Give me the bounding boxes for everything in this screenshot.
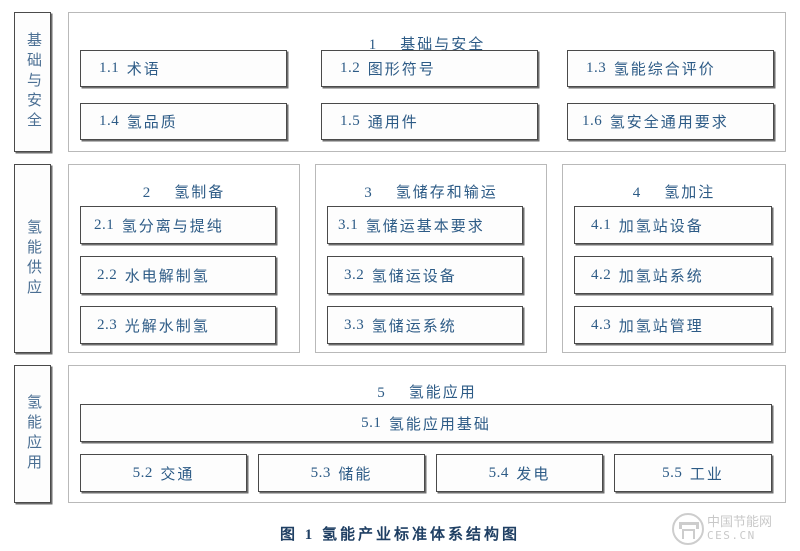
item-label: 氢储运基本要求 bbox=[365, 218, 485, 235]
category-tab-label: 氢能供应 bbox=[25, 218, 41, 299]
group-title-hydrogen-production: 2 氢制备 bbox=[69, 181, 299, 202]
item-box-4-2: 4.2 加氢站系统 bbox=[574, 256, 772, 294]
item-number: 5.2 bbox=[132, 464, 153, 481]
item-label: 储能 bbox=[338, 466, 373, 483]
item-number: 1.3 bbox=[586, 60, 607, 76]
item-box-1-2: 1.2 图形符号 bbox=[321, 50, 538, 87]
item-number: 5.4 bbox=[488, 464, 509, 481]
item-box-1-1: 1.1 术语 bbox=[80, 50, 287, 87]
item-box-4-1: 4.1 加氢站设备 bbox=[574, 206, 772, 244]
item-number: 3.1 bbox=[338, 216, 359, 233]
item-label: 工业 bbox=[689, 466, 724, 483]
item-label: 通用件 bbox=[367, 115, 419, 131]
item-label: 图形符号 bbox=[367, 62, 436, 78]
item-number: 1.6 bbox=[582, 113, 603, 129]
group-title-text: 基础与安全 bbox=[400, 37, 486, 53]
item-label: 氢储运设备 bbox=[371, 268, 457, 285]
item-number: 4.1 bbox=[591, 216, 612, 233]
group-title-text: 氢储存和输运 bbox=[395, 185, 498, 201]
item-number: 2.1 bbox=[94, 216, 115, 233]
item-number: 1.5 bbox=[340, 113, 361, 129]
item-label: 氢品质 bbox=[126, 115, 178, 131]
item-label: 氢能综合评价 bbox=[613, 62, 716, 78]
item-number: 5.1 bbox=[361, 414, 382, 431]
item-box-1-5: 1.5 通用件 bbox=[321, 103, 538, 140]
category-tab-hydrogen-supply: 氢能供应 bbox=[14, 164, 51, 353]
group-number: 2 bbox=[142, 185, 152, 201]
item-box-1-3: 1.3 氢能综合评价 bbox=[567, 50, 774, 87]
item-label: 氢储运系统 bbox=[371, 318, 457, 335]
group-number: 4 bbox=[632, 185, 642, 201]
item-number: 1.1 bbox=[99, 60, 120, 76]
item-box-3-3: 3.3 氢储运系统 bbox=[327, 306, 523, 344]
item-label: 加氢站设备 bbox=[618, 218, 704, 235]
group-number: 5 bbox=[377, 385, 386, 401]
item-label: 术语 bbox=[126, 62, 161, 78]
group-title-hydrogen-refueling: 4 氢加注 bbox=[563, 181, 785, 202]
item-number: 4.3 bbox=[591, 316, 612, 333]
item-label: 发电 bbox=[516, 466, 551, 483]
item-number: 3.2 bbox=[344, 266, 365, 283]
group-title-hydrogen-storage-transport: 3 氢储存和输运 bbox=[316, 181, 546, 202]
group-title-foundation-safety: 1 基础与安全 bbox=[69, 33, 785, 54]
item-label: 交通 bbox=[160, 466, 195, 483]
item-label: 光解水制氢 bbox=[124, 318, 210, 335]
category-tab-hydrogen-application: 氢能应用 bbox=[14, 365, 51, 503]
item-number: 5.3 bbox=[310, 464, 331, 481]
item-box-5-5: 5.5 工业 bbox=[614, 454, 772, 492]
group-number: 1 bbox=[368, 37, 378, 53]
item-number: 1.4 bbox=[99, 113, 120, 129]
item-label: 加氢站管理 bbox=[618, 318, 704, 335]
group-title-hydrogen-application: 5 氢能应用 bbox=[69, 381, 785, 402]
item-box-1-4: 1.4 氢品质 bbox=[80, 103, 287, 140]
item-box-1-6: 1.6 氢安全通用要求 bbox=[567, 103, 774, 140]
item-box-5-4: 5.4 发电 bbox=[436, 454, 603, 492]
group-title-text: 氢加注 bbox=[664, 185, 716, 201]
group-number: 3 bbox=[364, 185, 373, 201]
category-tab-foundation-safety: 基础与安全 bbox=[14, 12, 51, 152]
item-box-3-1: 3.1 氢储运基本要求 bbox=[327, 206, 523, 244]
item-number: 3.3 bbox=[344, 316, 365, 333]
item-box-2-1: 2.1 氢分离与提纯 bbox=[80, 206, 276, 244]
figure-caption: 图 1 氢能产业标准体系结构图 bbox=[279, 527, 520, 543]
item-box-5-2: 5.2 交通 bbox=[80, 454, 247, 492]
item-label: 氢分离与提纯 bbox=[121, 218, 224, 235]
item-label: 氢安全通用要求 bbox=[609, 115, 729, 131]
category-tab-label: 氢能应用 bbox=[25, 394, 41, 474]
item-box-5-3: 5.3 储能 bbox=[258, 454, 425, 492]
item-box-2-3: 2.3 光解水制氢 bbox=[80, 306, 276, 344]
item-label: 氢能应用基础 bbox=[388, 416, 491, 433]
item-number: 1.2 bbox=[340, 60, 361, 76]
item-number: 2.3 bbox=[97, 316, 118, 333]
item-box-4-3: 4.3 加氢站管理 bbox=[574, 306, 772, 344]
item-box-2-2: 2.2 水电解制氢 bbox=[80, 256, 276, 294]
group-title-text: 氢能应用 bbox=[408, 385, 477, 401]
item-number: 2.2 bbox=[97, 266, 118, 283]
item-number: 5.5 bbox=[662, 464, 683, 481]
item-label: 水电解制氢 bbox=[124, 268, 210, 285]
item-box-5-1: 5.1 氢能应用基础 bbox=[80, 404, 772, 442]
category-tab-label: 基础与安全 bbox=[25, 32, 41, 132]
group-title-text: 氢制备 bbox=[174, 185, 226, 201]
item-label: 加氢站系统 bbox=[618, 268, 704, 285]
item-number: 4.2 bbox=[591, 266, 612, 283]
item-box-3-2: 3.2 氢储运设备 bbox=[327, 256, 523, 294]
